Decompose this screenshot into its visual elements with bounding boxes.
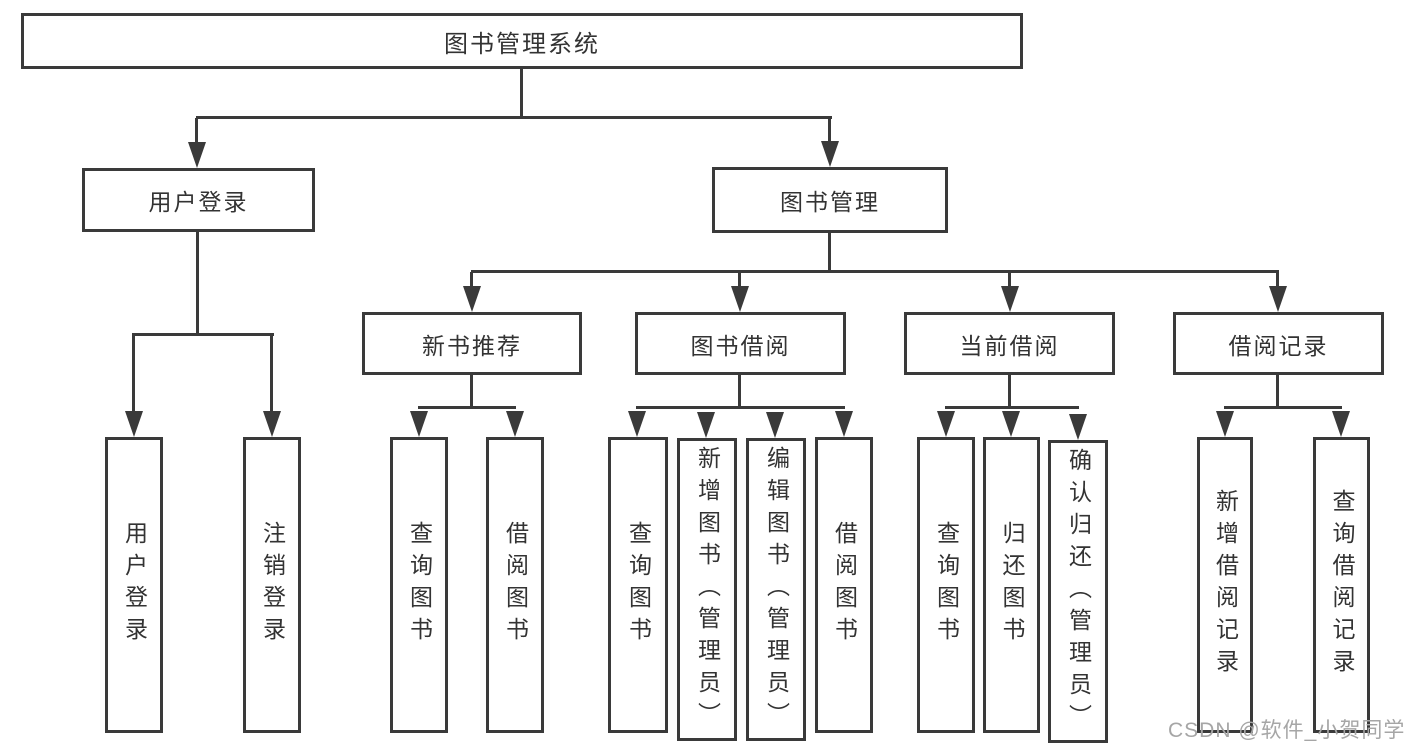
leaf-query-books-current: 查询图书 <box>917 437 975 733</box>
connector-line <box>520 69 523 118</box>
watermark: CSDN @软件_小贺同学 <box>1168 719 1405 742</box>
connector-line <box>738 272 741 286</box>
leaf-user-login: 用户登录 <box>105 437 163 733</box>
arrowhead-icon <box>1216 411 1234 437</box>
connector-line <box>195 118 198 144</box>
connector-line <box>828 233 831 272</box>
node-book-borrowing: 图书借阅 <box>635 312 846 375</box>
connector-line <box>196 116 832 119</box>
node-user-login: 用户登录 <box>82 168 315 232</box>
leaf-return-books: 归还图书 <box>983 437 1040 733</box>
arrowhead-icon <box>506 411 524 437</box>
arrowhead-icon <box>766 412 784 438</box>
connector-line <box>1008 272 1011 286</box>
node-current-borrowing: 当前借阅 <box>904 312 1115 375</box>
arrowhead-icon <box>1002 411 1020 437</box>
leaf-add-borrow-record: 新增借阅记录 <box>1197 437 1253 733</box>
arrowhead-icon <box>188 142 206 168</box>
leaf-edit-book-admin: 编辑图书（管理员） <box>746 438 806 741</box>
connector-line <box>470 375 473 408</box>
connector-line <box>418 406 516 409</box>
connector-line <box>1276 272 1279 286</box>
connector-line <box>132 333 274 336</box>
node-library-management-system: 图书管理系统 <box>21 13 1023 69</box>
arrowhead-icon <box>263 411 281 437</box>
connector-line <box>1224 406 1342 409</box>
arrowhead-icon <box>410 411 428 437</box>
connector-line <box>471 270 1279 273</box>
connector-line <box>738 375 741 408</box>
leaf-add-book-admin: 新增图书（管理员） <box>677 438 737 741</box>
connector-line <box>636 406 845 409</box>
connector-line <box>1276 375 1279 408</box>
connector-line <box>470 272 473 286</box>
node-book-management: 图书管理 <box>712 167 948 233</box>
connector-line <box>270 335 273 413</box>
connector-line <box>828 118 831 144</box>
arrowhead-icon <box>731 286 749 312</box>
arrowhead-icon <box>821 141 839 167</box>
node-borrowing-records: 借阅记录 <box>1173 312 1384 375</box>
arrowhead-icon <box>1001 286 1019 312</box>
node-new-book-recommendation: 新书推荐 <box>362 312 582 375</box>
leaf-query-books-borrow: 查询图书 <box>608 437 668 733</box>
arrowhead-icon <box>697 412 715 438</box>
arrowhead-icon <box>835 411 853 437</box>
leaf-query-borrow-record: 查询借阅记录 <box>1313 437 1370 733</box>
arrowhead-icon <box>1269 286 1287 312</box>
leaf-logout: 注销登录 <box>243 437 301 733</box>
arrowhead-icon <box>1069 414 1087 440</box>
leaf-borrow-books: 借阅图书 <box>815 437 873 733</box>
leaf-query-books-recommend: 查询图书 <box>390 437 448 733</box>
arrowhead-icon <box>1332 411 1350 437</box>
arrowhead-icon <box>937 411 955 437</box>
arrowhead-icon <box>628 411 646 437</box>
leaf-confirm-return-admin: 确认归还（管理员） <box>1048 440 1108 743</box>
connector-line <box>132 335 135 413</box>
arrowhead-icon <box>463 286 481 312</box>
arrowhead-icon <box>125 411 143 437</box>
leaf-borrow-books-recommend: 借阅图书 <box>486 437 544 733</box>
connector-line <box>196 232 199 335</box>
connector-line <box>1008 375 1011 408</box>
connector-line <box>945 406 1079 409</box>
